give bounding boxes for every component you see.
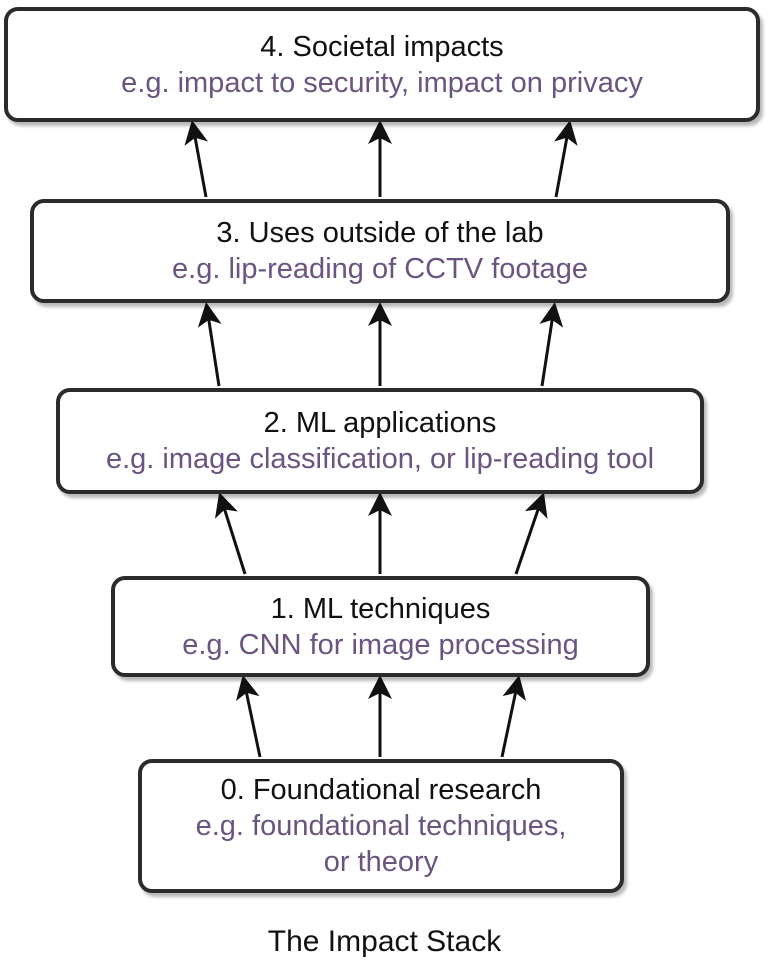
layer-1-ml-techniques: 1. ML techniques e.g. CNN for image proc… <box>111 576 650 677</box>
arrow-2-to-3-left <box>197 302 222 387</box>
layer-0-title: 0. Foundational research <box>220 774 542 806</box>
layer-1-title: 1. ML techniques <box>270 592 491 625</box>
arrow-3-to-4-left <box>184 120 209 198</box>
layer-3-uses-outside-lab: 3. Uses outside of the lab e.g. lip-read… <box>30 199 730 303</box>
layer-4-example: e.g. impact to security, impact on priva… <box>121 66 643 99</box>
layer-3-example: e.g. lip-reading of CCTV footage <box>172 253 588 285</box>
layer-2-title: 2. ML applications <box>263 407 497 439</box>
layer-0-example: e.g. foundational techniques, <box>195 810 567 842</box>
layer-2-example: e.g. image classification, or lip-readin… <box>105 443 655 475</box>
layer-4-title: 4. Societal impacts <box>260 30 504 63</box>
arrow-0-to-1-right <box>500 675 527 758</box>
arrow-2-to-3-right <box>539 302 564 387</box>
arrow-0-to-1-left <box>235 675 262 758</box>
layer-0-example-line2: or theory <box>323 846 439 878</box>
layer-0-foundational-research: 0. Foundational research e.g. foundation… <box>138 759 624 893</box>
arrow-1-to-2-left <box>214 492 247 575</box>
arrow-1-to-2-right <box>514 492 548 575</box>
layer-3-title: 3. Uses outside of the lab <box>216 217 544 249</box>
layer-1-example: e.g. CNN for image processing <box>182 628 579 661</box>
layer-2-ml-applications: 2. ML applications e.g. image classifica… <box>56 388 704 494</box>
layer-4-societal-impacts: 4. Societal impacts e.g. impact to secur… <box>4 7 760 122</box>
diagram-caption: The Impact Stack <box>267 925 502 958</box>
arrow-3-to-4-right <box>553 120 578 198</box>
